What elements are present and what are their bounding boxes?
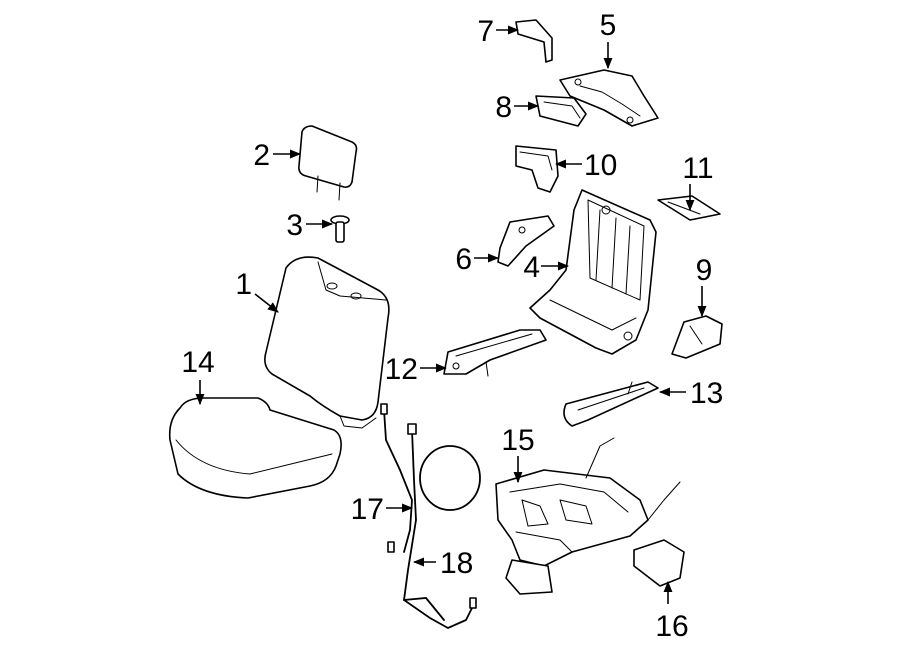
callout-10: 10: [584, 149, 617, 182]
headrest-part: [298, 125, 358, 201]
callout-16: 16: [655, 610, 688, 643]
callout-7: 7: [477, 15, 494, 48]
wiring-harness-part: [380, 403, 481, 630]
seat-frame-4-part: [529, 189, 657, 355]
bracket-6-part: [497, 215, 555, 267]
callout-17: 17: [351, 493, 384, 526]
callout-13: 13: [690, 377, 723, 410]
cover-16-part: [633, 539, 685, 587]
track-rail-12-part: [443, 329, 547, 377]
callout-3: 3: [286, 209, 303, 242]
seat-base-15-part: [495, 437, 681, 595]
bracket-7-part: [515, 19, 553, 63]
leader-1: [254, 293, 279, 313]
bracket-10-part: [515, 145, 559, 193]
track-rail-13-part: [563, 381, 659, 427]
callout-6: 6: [455, 243, 472, 276]
frame-plate-5-part: [559, 69, 659, 127]
callout-12: 12: [385, 353, 418, 386]
callout-9: 9: [696, 254, 713, 287]
callout-15: 15: [501, 424, 534, 457]
callout-11: 11: [682, 152, 713, 185]
callout-4: 4: [523, 251, 540, 284]
headrest-guide-part: [330, 215, 350, 243]
callout-1: 1: [235, 268, 252, 301]
seat-back-part: [264, 256, 390, 429]
callout-14: 14: [181, 346, 214, 379]
callout-5: 5: [600, 9, 617, 42]
seat-cushion-part: [168, 397, 342, 499]
callout-labels: 1 2 3 4 5 6 7 8 9 10 11 12 13 14 15 16 1…: [181, 9, 723, 643]
callout-18: 18: [440, 547, 473, 580]
bracket-8-part: [535, 95, 587, 127]
callout-2: 2: [253, 139, 270, 172]
cover-9-part: [671, 315, 723, 359]
leader-lines: [195, 25, 707, 604]
callout-8: 8: [495, 91, 512, 124]
strip-11-part: [657, 195, 721, 221]
